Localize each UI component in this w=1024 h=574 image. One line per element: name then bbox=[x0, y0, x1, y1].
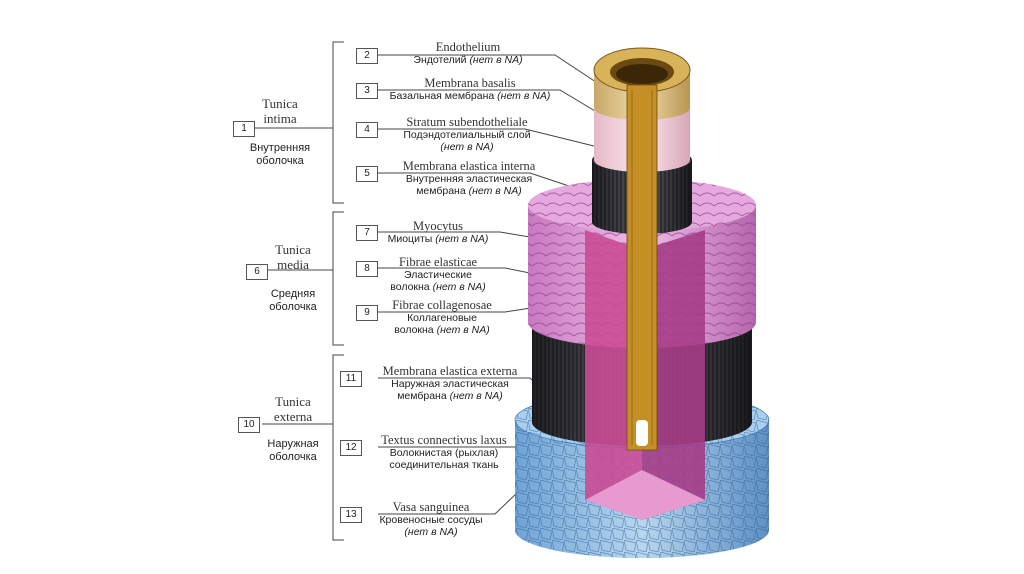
term-latin: Membrana elastica interna bbox=[402, 159, 536, 173]
num-box-3: 3 bbox=[356, 83, 378, 99]
term-ru-line2: мембрана bbox=[416, 185, 469, 197]
term-latin: Stratum subendotheliale bbox=[406, 115, 528, 129]
group-latin-line1: Tunica bbox=[275, 394, 311, 409]
bracket-intima bbox=[332, 41, 344, 204]
term-membrana-elastica-externa: Membrana elastica externa Наружная эласт… bbox=[365, 364, 535, 402]
num-box-2: 2 bbox=[356, 48, 378, 64]
term-latin: Fibrae elasticae bbox=[398, 255, 478, 269]
bracket-externa bbox=[332, 354, 344, 541]
group-latin-line1: Tunica bbox=[262, 96, 298, 111]
term-ru-line1: Внутренняя эластическая bbox=[405, 173, 533, 185]
term-latin: Vasa sanguinea bbox=[392, 500, 470, 514]
term-latin: Endothelium bbox=[435, 40, 501, 54]
group-ru-line2: оболочка bbox=[256, 155, 304, 167]
term-ru-line1: Наружная эластическая bbox=[391, 378, 509, 390]
term-ru-line1: Кровеносные сосуды bbox=[379, 514, 483, 526]
num-box-11: 11 bbox=[340, 371, 362, 387]
group-ru-line1: Наружная bbox=[267, 438, 319, 450]
num-box-8: 8 bbox=[356, 261, 378, 277]
num-box-13: 13 bbox=[340, 507, 362, 523]
group-ru-line2: оболочка bbox=[269, 301, 317, 313]
group-ru-line2: оболочка bbox=[269, 451, 317, 463]
term-na: (нет в NA) bbox=[440, 141, 494, 153]
term-textus-connectivus-laxus: Textus connectivus laxus Волокнистая (ры… bbox=[363, 433, 525, 471]
term-latin: Membrana basalis bbox=[424, 76, 516, 90]
term-ru-line1: Подэндотелиальный слой bbox=[403, 129, 531, 141]
group-latin-line2: externa bbox=[273, 409, 313, 424]
num-box-4: 4 bbox=[356, 122, 378, 138]
term-vasa-sanguinea: Vasa sanguinea Кровеносные сосуды (нет в… bbox=[366, 500, 496, 538]
term-na: (нет в NA) bbox=[436, 324, 490, 336]
term-ru-line1: Эластические bbox=[404, 269, 472, 281]
group-tunica-externa: Tunica externa Наружная оболочка bbox=[238, 394, 348, 464]
group-ru-line1: Внутренняя bbox=[249, 142, 311, 154]
group-latin-line2: intima bbox=[263, 111, 297, 126]
term-ru-line1: Коллагеновые bbox=[407, 312, 477, 324]
term-myocytus: Myocytus Миоциты (нет в NA) bbox=[378, 219, 498, 245]
term-latin: Membrana elastica externa bbox=[382, 364, 518, 378]
term-stratum-subendotheliale: Stratum subendotheliale Подэндотелиальны… bbox=[372, 115, 562, 153]
term-ru-line1: Миоциты bbox=[387, 233, 436, 245]
num-box-5: 5 bbox=[356, 166, 378, 182]
term-na: (нет в NA) bbox=[435, 233, 489, 245]
term-ru-line2: мембрана bbox=[397, 390, 450, 402]
term-na: (нет в NA) bbox=[449, 390, 503, 402]
term-membrana-basalis: Membrana basalis Базальная мембрана (нет… bbox=[372, 76, 568, 102]
num-box-6: 6 bbox=[246, 264, 268, 280]
term-ru-line1: Волокнистая (рыхлая) bbox=[389, 447, 499, 459]
term-ru-line2: волокна bbox=[394, 324, 437, 336]
group-tunica-intima: Tunica intima Внутренняя оболочка bbox=[225, 96, 335, 168]
term-latin: Fibrae collagenosae bbox=[392, 298, 492, 312]
group-tunica-media: Tunica media Средняя оболочка bbox=[238, 242, 348, 314]
bracket-media bbox=[332, 211, 344, 346]
term-ru-line2: волокна bbox=[390, 281, 433, 293]
num-box-12: 12 bbox=[340, 440, 362, 456]
term-ru-line2: соединительная ткань bbox=[389, 459, 499, 471]
term-na: (нет в NA) bbox=[497, 90, 551, 102]
term-na: (нет в NA) bbox=[468, 185, 522, 197]
num-box-10: 10 bbox=[238, 417, 260, 433]
num-box-9: 9 bbox=[356, 305, 378, 321]
term-fibrae-collagenosae: Fibrae collagenosae Коллагеновые волокна… bbox=[376, 298, 508, 336]
term-ru-line1: Базальная мембрана bbox=[389, 90, 498, 102]
group-ru-line1: Средняя bbox=[270, 288, 316, 300]
num-box-1: 1 bbox=[233, 121, 255, 137]
term-latin: Textus connectivus laxus bbox=[381, 433, 507, 447]
num-box-7: 7 bbox=[356, 225, 378, 241]
term-na: (нет в NA) bbox=[469, 54, 523, 66]
term-na: (нет в NA) bbox=[432, 281, 486, 293]
term-latin: Myocytus bbox=[413, 219, 463, 233]
group-latin-line1: Tunica bbox=[275, 242, 311, 257]
group-latin-line2: media bbox=[277, 257, 309, 272]
term-ru-line1: Эндотелий bbox=[413, 54, 470, 66]
term-na: (нет в NA) bbox=[404, 526, 458, 538]
term-fibrae-elasticae: Fibrae elasticae Эластические волокна (н… bbox=[378, 255, 498, 293]
term-membrana-elastica-interna: Membrana elastica interna Внутренняя эла… bbox=[374, 159, 564, 197]
term-endothelium: Endothelium Эндотелий (нет в NA) bbox=[378, 40, 558, 66]
